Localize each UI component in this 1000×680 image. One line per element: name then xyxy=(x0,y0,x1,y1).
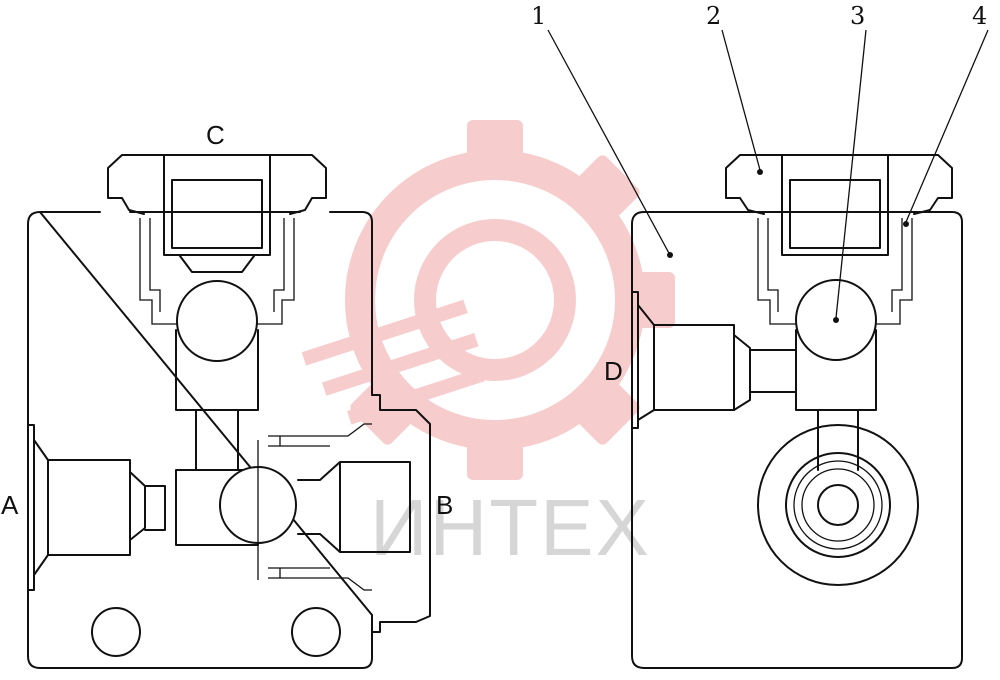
right-view xyxy=(631,154,963,669)
left-view xyxy=(27,154,431,669)
callout-1: 1 xyxy=(531,2,546,30)
watermark-text: ИНТЕХ xyxy=(370,483,651,572)
port-label-c: C xyxy=(206,120,225,150)
port-label-b: B xyxy=(436,490,453,520)
watermark-logo xyxy=(301,120,675,480)
callout-3: 3 xyxy=(850,2,865,30)
port-label-d: D xyxy=(604,356,623,386)
callout-4: 4 xyxy=(972,2,987,30)
port-label-a: A xyxy=(1,490,19,520)
leader-lines xyxy=(547,29,989,323)
callout-2: 2 xyxy=(706,2,721,30)
